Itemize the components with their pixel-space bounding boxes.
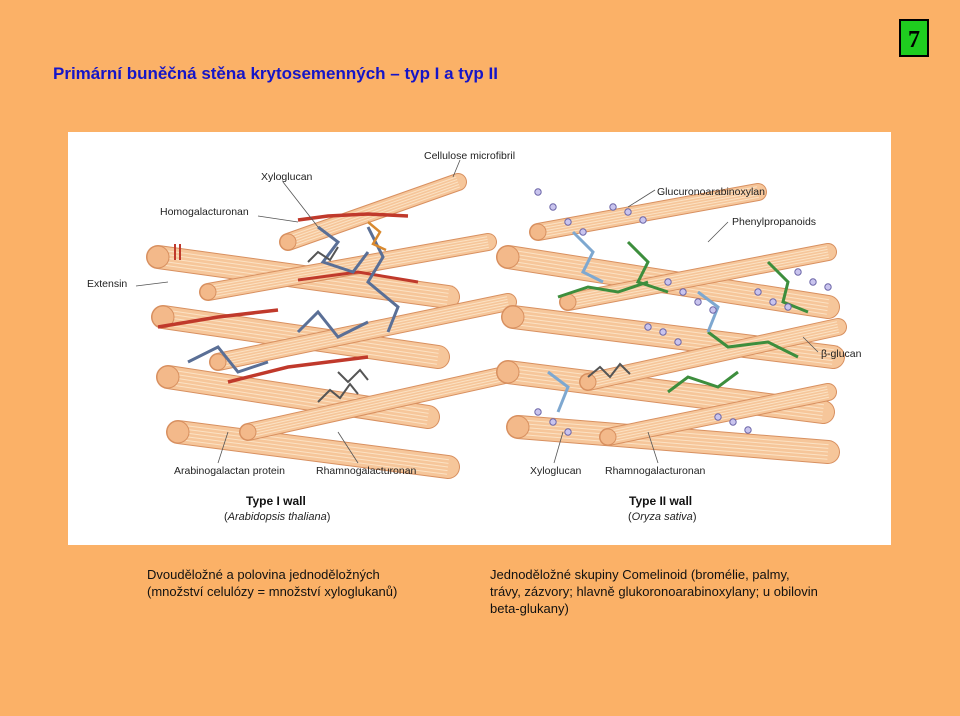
leader-line: [707, 221, 729, 243]
cellulose-microfibril: [529, 183, 767, 241]
label-rhamnogalacturonan-right: Rhamnogalacturonan: [605, 465, 706, 477]
type1-matrix-polymers: [157, 212, 419, 403]
phenylpropanoid-bead: [664, 278, 672, 286]
leader-line: [627, 189, 656, 208]
leader-line: [135, 281, 169, 287]
cellulose-microfibril: [279, 173, 467, 251]
leader-line: [553, 431, 564, 464]
label-glucuronoarabinoxylan: Glucuronoarabinoxylan: [657, 186, 765, 198]
phenylpropanoid-bead: [694, 298, 702, 306]
label-rhamnogalacturonan-left: Rhamnogalacturonan: [316, 465, 417, 477]
type2-wall-title: Type II wall: [629, 494, 692, 508]
phenylpropanoid-chains: [534, 188, 832, 436]
beta-glucan-chain: [571, 230, 604, 284]
glucuronoarabinoxylan-chain: [707, 330, 799, 359]
phenylpropanoid-bead: [534, 188, 542, 196]
beta-glucan-chain: [697, 290, 720, 333]
caption-line: Jednoděložné skupiny Comelinoid (broméli…: [490, 567, 790, 582]
xyloglucan-chain: [296, 309, 369, 339]
caption-type1: Dvouděložné a polovina jednoděložných (m…: [147, 566, 467, 600]
beta-glucan-chain: [547, 370, 570, 413]
rhamnogalacturonan-branch: [587, 362, 631, 379]
cellulose-microfibril: [209, 293, 517, 371]
phenylpropanoid-bead: [579, 228, 587, 236]
homogalacturonan-chain: [157, 308, 279, 329]
diagram-labels: [135, 159, 819, 464]
phenylpropanoid-bead: [624, 208, 632, 216]
phenylpropanoid-bead: [784, 303, 792, 311]
phenylpropanoid-bead: [674, 338, 682, 346]
homogalacturonan-chain: [297, 270, 419, 284]
phenylpropanoid-bead: [729, 418, 737, 426]
arabinogalactan-protein: [367, 221, 387, 252]
phenylpropanoid-bead: [564, 428, 572, 436]
label-beta-glucan: β-glucan: [821, 348, 862, 360]
caption-line: beta-glukany): [490, 601, 569, 616]
phenylpropanoid-bead: [769, 298, 777, 306]
page-title: Primární buněčná stěna krytosemenných – …: [53, 64, 498, 83]
type1-wall-title: Type I wall: [246, 494, 306, 508]
cellulose-microfibril: [199, 233, 497, 301]
phenylpropanoid-bead: [659, 328, 667, 336]
type2-wall-species: (Oryza sativa): [628, 511, 696, 523]
cellulose-microfibril: [501, 305, 845, 369]
label-xyloglucan-top: Xyloglucan: [261, 171, 313, 183]
cellulose-microfibril: [166, 420, 460, 479]
phenylpropanoid-bead: [644, 323, 652, 331]
diagram-panel: Cellulose microfibril Xyloglucan Homogal…: [68, 132, 891, 545]
leader-line: [647, 431, 659, 464]
label-cellulose-microfibril: Cellulose microfibril: [424, 150, 515, 162]
caption-line: trávy, zázvory; hlavně glukoronoarabinox…: [490, 584, 818, 599]
cell-wall-diagram: Cellulose microfibril Xyloglucan Homogal…: [87, 150, 862, 523]
leader-line: [282, 181, 319, 228]
xyloglucan-chain: [317, 225, 370, 274]
phenylpropanoid-bead: [754, 288, 762, 296]
cellulose-microfibril: [239, 363, 527, 441]
xyloglucan-chain: [187, 345, 269, 374]
label-arabinogalactan-protein: Arabinogalactan protein: [174, 465, 285, 477]
phenylpropanoid-bead: [564, 218, 572, 226]
caption-type2: Jednoděložné skupiny Comelinoid (broméli…: [490, 566, 890, 617]
rhamnogalacturonan-branch: [337, 368, 369, 384]
phenylpropanoid-bead: [534, 408, 542, 416]
phenylpropanoid-bead: [609, 203, 617, 211]
leader-line: [802, 336, 819, 353]
glucuronoarabinoxylan-chain: [626, 240, 669, 294]
phenylpropanoid-bead: [639, 216, 647, 224]
rhamnogalacturonan-branch: [317, 382, 359, 403]
leader-line: [452, 159, 461, 178]
leader-line: [337, 431, 359, 464]
phenylpropanoid-bead: [809, 278, 817, 286]
type1-cellulose-microfibrils: [146, 173, 527, 479]
caption-line: Dvouděložné a polovina jednoděložných: [147, 567, 380, 582]
leader-line: [217, 431, 229, 464]
phenylpropanoid-bead: [824, 283, 832, 291]
phenylpropanoid-bead: [679, 288, 687, 296]
leader-line: [257, 215, 299, 223]
type1-wall-species: (Arabidopsis thaliana): [224, 511, 330, 523]
phenylpropanoid-bead: [709, 306, 717, 314]
phenylpropanoid-bead: [794, 268, 802, 276]
phenylpropanoid-bead: [549, 203, 557, 211]
type2-matrix-polymers: [534, 188, 832, 436]
homogalacturonan-chain: [227, 355, 369, 384]
label-extensin: Extensin: [87, 278, 127, 290]
phenylpropanoid-bead: [714, 413, 722, 421]
label-xyloglucan-bottom: Xyloglucan: [530, 465, 582, 477]
phenylpropanoid-bead: [744, 426, 752, 434]
label-phenylpropanoids: Phenylpropanoids: [732, 216, 816, 228]
caption-line: (množství celulózy = množství xyloglukan…: [147, 584, 398, 599]
phenylpropanoid-bead: [549, 418, 557, 426]
glucuronoarabinoxylan-chain: [766, 260, 809, 314]
homogalacturonan-chain: [297, 212, 409, 222]
glucuronoarabinoxylan-chain: [667, 370, 739, 394]
label-homogalacturonan: Homogalacturonan: [160, 206, 249, 218]
rhamnogalacturonan-branch: [307, 246, 339, 263]
glucuronoarabinoxylan-chain: [557, 280, 649, 299]
page-number-badge: 7: [899, 19, 929, 57]
